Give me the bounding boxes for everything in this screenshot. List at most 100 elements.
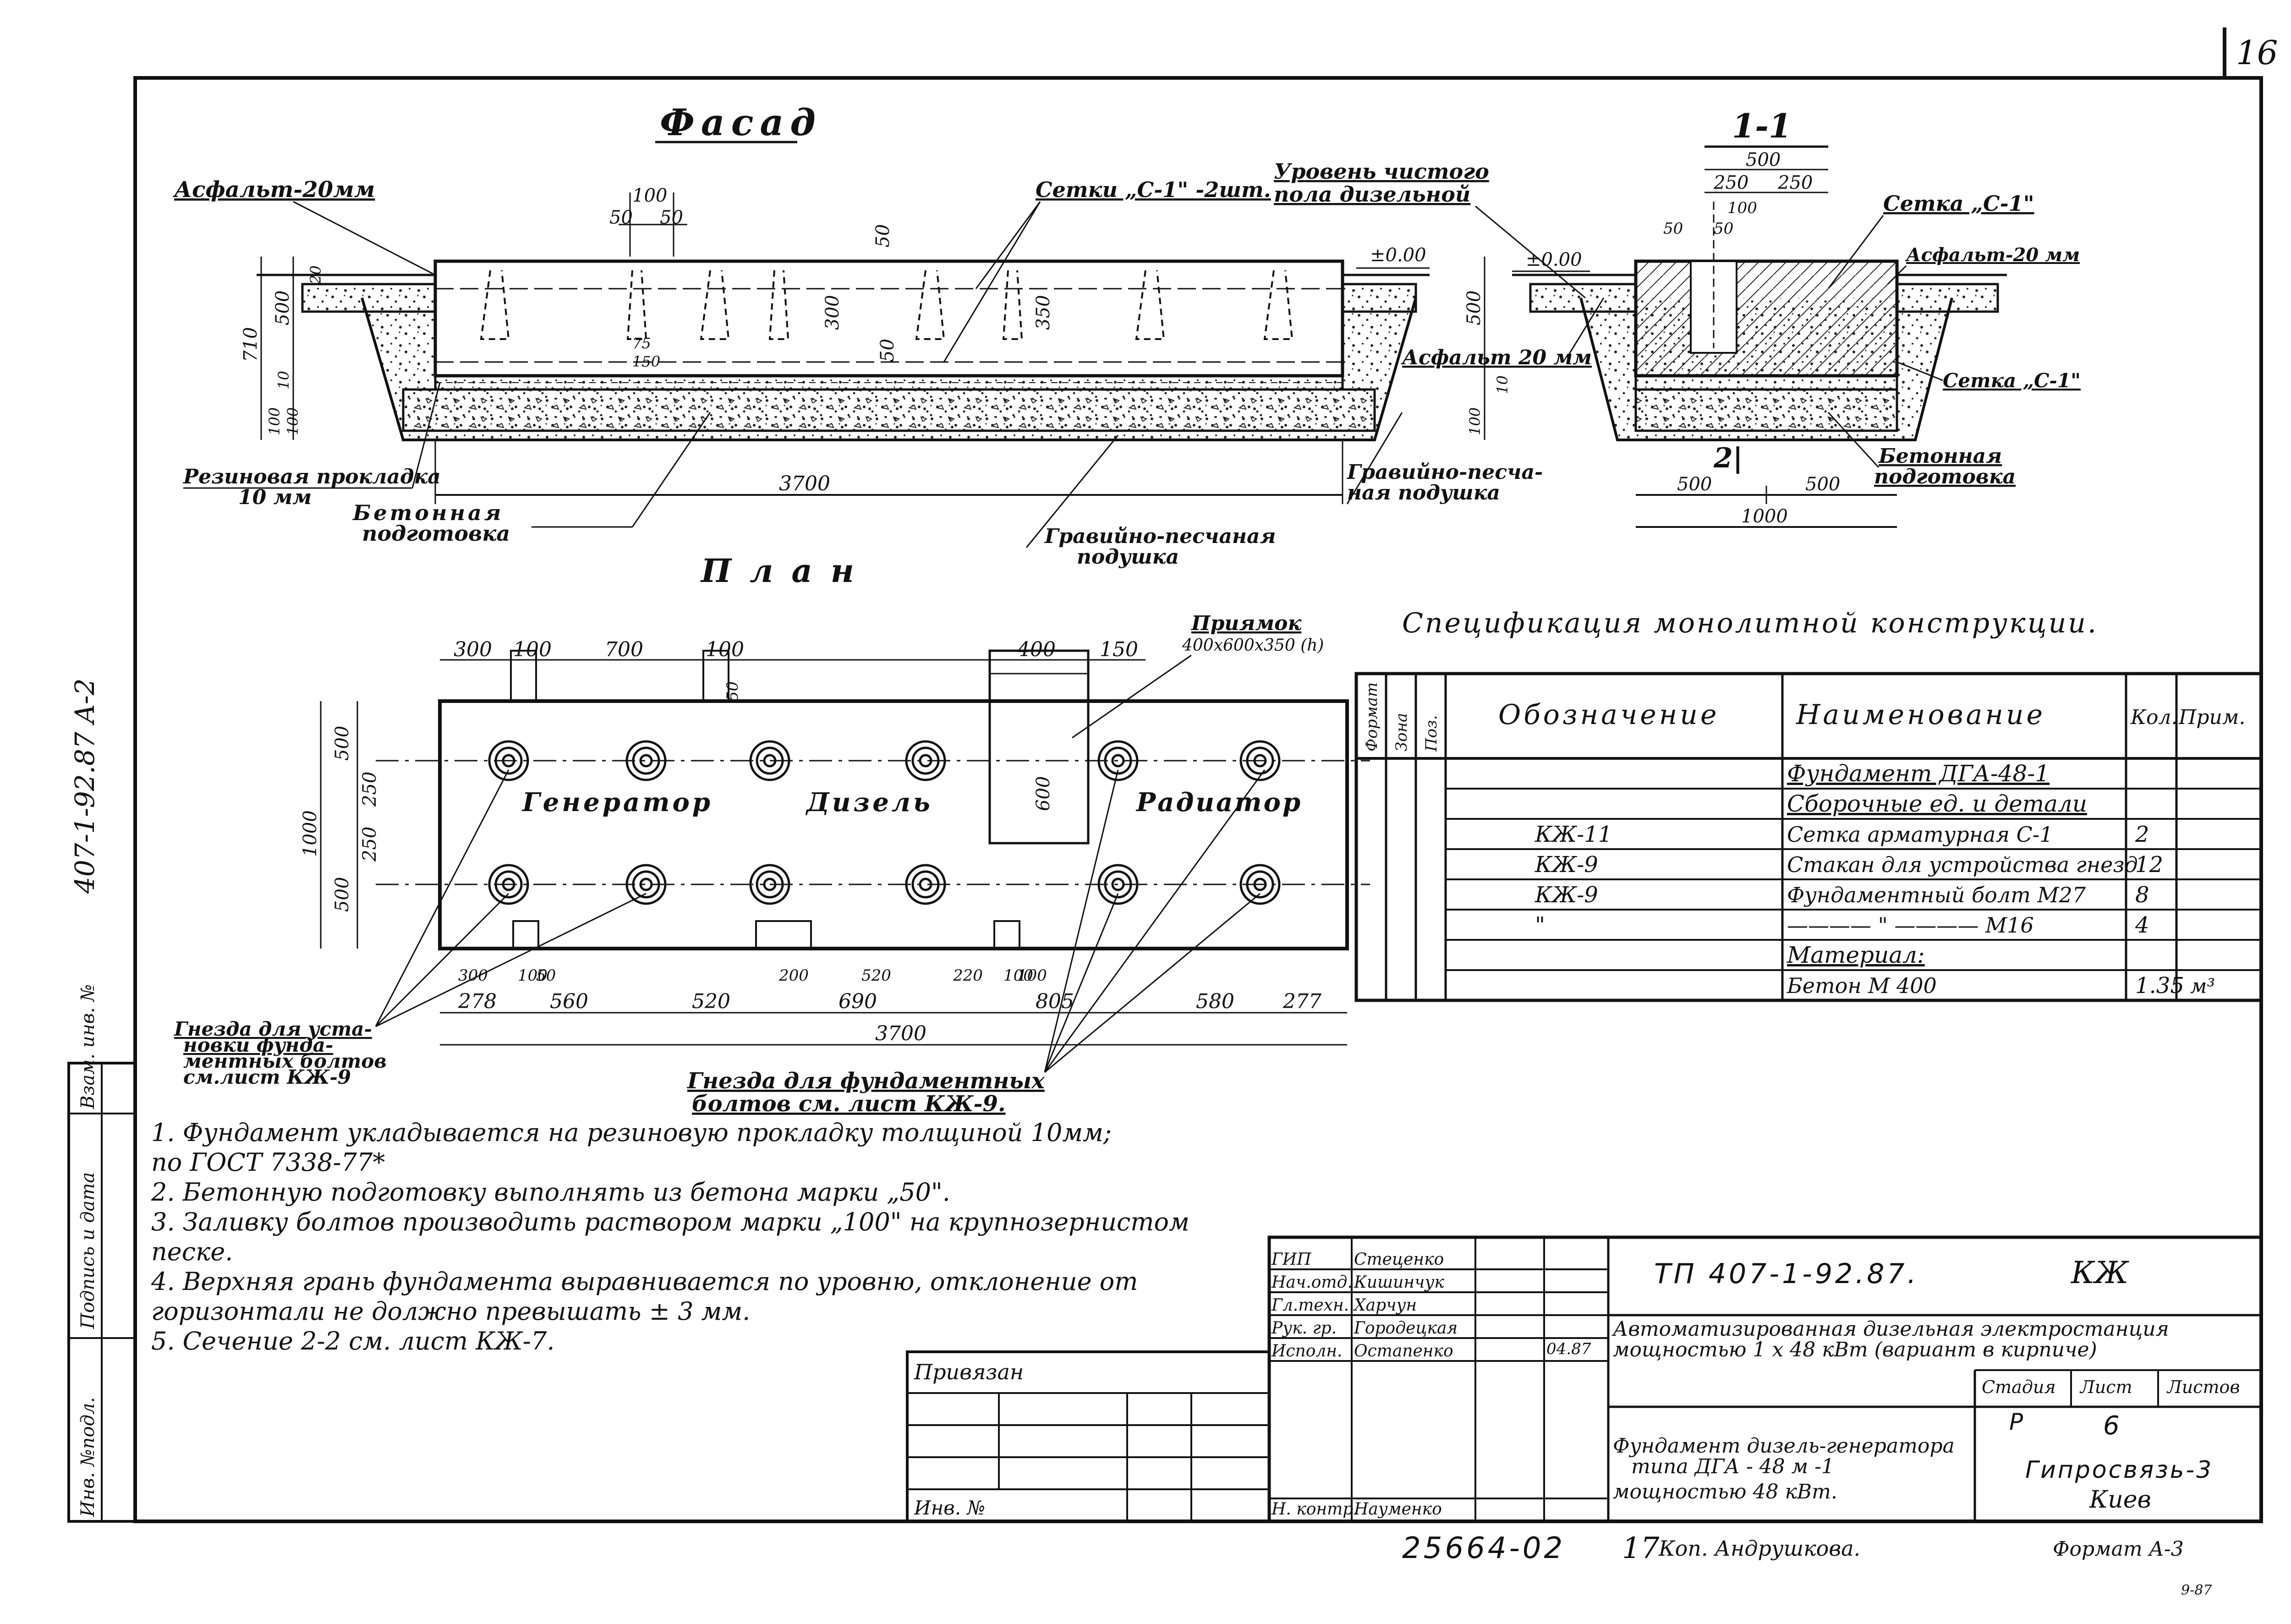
side-binding-strip: Инв. №подл. Подпись и дата Взам. инв. № xyxy=(67,984,137,1523)
facade-view: Фасад xyxy=(173,101,1586,569)
bolt-socket xyxy=(625,864,667,905)
stamp-role: Рук. гр. xyxy=(1271,1319,1337,1338)
spec-row-qty: 2 xyxy=(2135,822,2149,847)
stamp-name: Остапенко xyxy=(1354,1342,1453,1361)
note-2: 2. Бетонную подготовку выполнять из бето… xyxy=(151,1178,950,1207)
plan-inner-dims-7: 100 xyxy=(1017,966,1047,985)
stamp-copied: Коп. Андрушкова. xyxy=(1658,1536,1860,1561)
facade-dim-3700: 3700 xyxy=(779,472,830,495)
note-1: 1. Фундамент укладывается на резиновую п… xyxy=(151,1118,1112,1147)
plan-bottom-dims-4: 805 xyxy=(1036,990,1074,1013)
section-dim-1000: 1000 xyxy=(1741,506,1788,527)
spec-header-1: Зона xyxy=(1392,713,1411,752)
bolt-socket xyxy=(488,864,529,905)
stamp-role: Гл.техн. xyxy=(1271,1296,1349,1315)
stamp-role: ГИП xyxy=(1271,1250,1311,1269)
section-concrete-1: Бетонная xyxy=(1878,444,2002,468)
facade-rubber-1: Резиновая прокладка xyxy=(182,465,441,488)
facade-floor-level-1: Уровень чистого xyxy=(1274,159,1489,184)
section-dim-50a: 50 xyxy=(1663,219,1683,238)
plan-dim-50: 50 xyxy=(723,681,742,701)
plan-sockets-left-3: ментных болтов xyxy=(183,1050,387,1072)
facade-dim-150: 150 xyxy=(632,353,660,370)
section-dim-500d: 500 xyxy=(1805,474,1840,495)
stamp-role: Исполн. xyxy=(1271,1342,1343,1361)
facade-floor-level-2: пола дизельной xyxy=(1274,182,1470,207)
note-3: 3. Заливку болтов производить раствором … xyxy=(151,1207,1189,1236)
plan-inner-dims-0: 300 xyxy=(458,966,488,985)
bolt-socket xyxy=(1097,864,1139,905)
facade-zero-mark: ±0.00 xyxy=(1370,245,1426,266)
stamp-project-2: мощностью 1 х 48 кВт (вариант в кирпиче) xyxy=(1613,1338,2097,1361)
plan-title: План xyxy=(700,552,872,590)
stamp-city: Киев xyxy=(2089,1486,2151,1514)
section-title: 1-1 xyxy=(1732,106,1792,145)
section-zero-mark: ±0.00 xyxy=(1526,249,1582,270)
stamp-name: Стеценко xyxy=(1354,1250,1444,1269)
section-dim-250a: 250 xyxy=(1713,172,1748,193)
bolt-socket xyxy=(488,740,529,781)
note-3b: песке. xyxy=(151,1237,233,1266)
spec-row-code: КЖ-9 xyxy=(1535,852,1598,878)
section-dim-500c: 500 xyxy=(1677,474,1712,495)
section-dim-100: 100 xyxy=(1727,199,1757,217)
spec-row-name: Стакан для устройства гнезд xyxy=(1787,852,2138,877)
section-concrete-2: подготовка xyxy=(1874,465,2016,488)
bolt-socket xyxy=(625,740,667,781)
facade-gravel-bottom-1: Гравийно-песчаная xyxy=(1044,525,1276,548)
plan-top-dims-5: 150 xyxy=(1100,638,1138,661)
spec-row-name: Фундамент ДГА-48-1 xyxy=(1787,760,2050,787)
plan-sockets-left-2: новки фунда- xyxy=(183,1034,333,1056)
stamp-bottom-17: 17 xyxy=(1622,1531,1660,1565)
facade-dim-50a: 50 xyxy=(609,207,633,228)
spec-row-name: Сетка арматурная С-1 xyxy=(1787,822,2053,847)
section-asphalt-right: Асфальт-20 мм xyxy=(1905,244,2080,266)
plan-left-dim-3: 500 xyxy=(332,877,353,912)
stamp-sheet-header: Лист xyxy=(2079,1377,2132,1397)
stamp-sheet-title-1: Фундамент дизель-генератора xyxy=(1613,1434,1955,1458)
spec-row-code: КЖ-11 xyxy=(1535,822,1612,847)
facade-mesh-label: Сетки „С-1" -2шт. xyxy=(1036,177,1271,202)
plan-inner-dims-1: 100 xyxy=(518,966,548,985)
side-stamp-signature: Подпись и дата xyxy=(77,1172,99,1329)
spec-row-code: " xyxy=(1535,912,1545,938)
spec-header-4: Наименование xyxy=(1796,699,2045,731)
bolt-socket xyxy=(1239,740,1281,781)
title-block xyxy=(906,1235,2263,1523)
stamp-org: Гипросвязь-3 xyxy=(2025,1456,2213,1484)
section-dim-50b: 50 xyxy=(1714,219,1733,238)
spec-row-qty: 4 xyxy=(2135,912,2149,938)
stamp-stage: Р xyxy=(2009,1409,2023,1435)
plan-radiator: Радиатор xyxy=(1135,787,1302,817)
note-1b: по ГОСТ 7338-77* xyxy=(151,1148,385,1177)
spec-row-name: Бетон М 400 xyxy=(1787,973,1937,998)
stamp-corner-mark: 9-87 xyxy=(2181,1582,2212,1598)
spec-header-6: Прим. xyxy=(2178,706,2245,729)
spec-header-0: Формат xyxy=(1363,682,1381,752)
note-4b: горизонтали не должно превышать ± 3 мм. xyxy=(151,1297,751,1326)
plan-inner-dims-3: 200 xyxy=(778,966,809,985)
facade-concrete-2: подготовка xyxy=(362,521,510,546)
spec-row-qty: 8 xyxy=(2135,882,2149,908)
plan-sockets-bottom-2: болтов см. лист КЖ-9. xyxy=(692,1091,1006,1117)
bolt-socket xyxy=(905,864,946,905)
bolt-socket xyxy=(1097,740,1139,781)
plan-bottom-dims-0: 278 xyxy=(458,990,497,1013)
facade-asphalt-left: Асфальт-20мм xyxy=(173,177,375,203)
stamp-bound: Привязан xyxy=(914,1360,1024,1384)
stamp-name: Науменко xyxy=(1354,1500,1442,1519)
facade-gravel-right-1: Гравийно-песча- xyxy=(1346,461,1543,484)
plan-bottom-dims-3: 690 xyxy=(839,990,877,1013)
facade-dim-50c: 50 xyxy=(872,224,893,247)
stamp-role: Нач.отд. xyxy=(1271,1273,1353,1292)
facade-gravel-right-2: ная подушка xyxy=(1347,481,1500,505)
facade-dim-20: 20 xyxy=(307,265,324,285)
plan-dim-total: 3700 xyxy=(875,1022,926,1045)
stamp-name: Городецкая xyxy=(1354,1319,1458,1338)
stamp-bottom-code: 25664-02 xyxy=(1402,1531,1565,1565)
section-mesh-bottom: Сетка „С-1" xyxy=(1943,369,2081,392)
stamp-name: Харчун xyxy=(1353,1296,1417,1315)
stamp-sheets-header: Листов xyxy=(2166,1377,2240,1397)
bolt-socket-group xyxy=(488,740,1281,905)
